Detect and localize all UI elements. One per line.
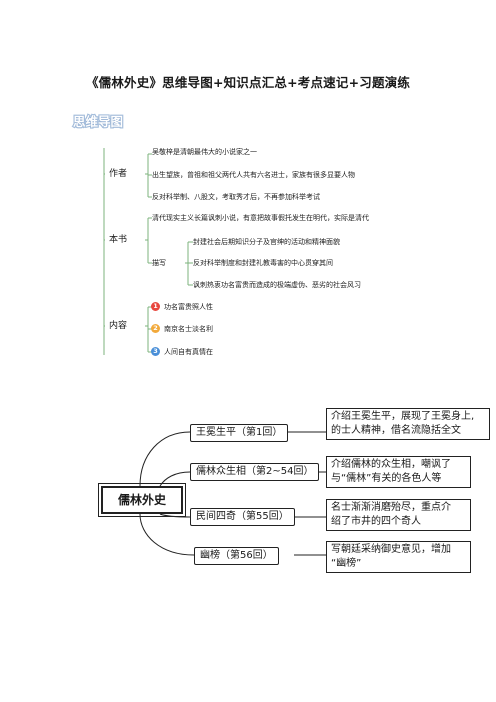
desc-3-line-1: 名士渐渐消磨殆尽，重点介 xyxy=(331,502,451,513)
document-title: 《儒林外史》思维导图+知识点汇总+考点速记+习题演练 xyxy=(85,75,411,90)
section-heading: 思维导图 xyxy=(72,113,124,130)
number-badge-1: 1 xyxy=(151,302,160,311)
mindmap2-desc-4: 写朝廷采纳御史意见，增加 “幽榜” xyxy=(326,541,471,573)
content-item-2: 南京名士淡名利 xyxy=(164,325,213,333)
number-badge-2: 2 xyxy=(151,324,160,333)
book-item-1: 清代现实主义长篇讽刺小说，有意把故事假托发生在明代，实际是清代 xyxy=(152,214,369,222)
mindmap2-desc-3: 名士渐渐消磨殆尽，重点介 绍了市井的四个奇人 xyxy=(326,499,471,531)
describe-item-3: 讽刺热衷功名富贵而造成的极端虚伪、恶劣的社会风习 xyxy=(193,281,361,289)
number-badge-3: 3 xyxy=(151,347,160,356)
mindmap2-branch-2: 儒林众生相（第2~54回） xyxy=(190,463,320,481)
desc-4-line-2: “幽榜” xyxy=(331,558,362,569)
book-sub-label: 描写 xyxy=(152,259,166,267)
author-item-3: 反对科举制、八股文，考取秀才后，不再参加科举考试 xyxy=(152,193,320,201)
mindmap2-desc-2: 介绍儒林的众生相，嘲讽了 与“儒林”有关的各色人等 xyxy=(326,456,471,488)
describe-item-2: 反对科举制度和封建礼教毒害的中心贯穿其间 xyxy=(193,259,333,267)
author-item-1: 吴敬梓是清朝最伟大的小说家之一 xyxy=(152,148,257,156)
branch-book: 本书 xyxy=(105,234,132,246)
branch-author: 作者 xyxy=(105,168,132,180)
desc-2-line-1: 介绍儒林的众生相，嘲讽了 xyxy=(331,459,451,470)
desc-4-line-1: 写朝廷采纳御史意见，增加 xyxy=(331,544,451,555)
desc-2-line-2: 与“儒林”有关的各色人等 xyxy=(331,473,442,484)
mindmap2-branch-3: 民间四奇（第55回） xyxy=(190,508,295,526)
mindmap2-branch-1: 王冕生平（第1回） xyxy=(190,424,289,442)
mindmap2-desc-1: 介绍王冕生平，展现了王冕身上, 的士人精神，借名流隐括全文 xyxy=(326,408,490,440)
content-item-3: 人间自有真情在 xyxy=(164,348,213,356)
desc-1-line-1: 介绍王冕生平，展现了王冕身上, xyxy=(331,411,475,422)
mindmap2-root: 儒林外史 xyxy=(98,483,186,517)
desc-1-line-2: 的士人精神，借名流隐括全文 xyxy=(331,425,461,436)
content-item-1: 功名富贵照人性 xyxy=(164,303,213,311)
desc-3-line-2: 绍了市井的四个奇人 xyxy=(331,516,421,527)
author-item-2: 出生望族，曾祖和祖父两代人共有六名进士，家族有很多显要人物 xyxy=(152,171,355,179)
mindmap2-branch-4: 幽榜（第56回） xyxy=(194,547,279,565)
branch-content: 内容 xyxy=(105,320,132,332)
describe-item-1: 封建社会后期知识分子及官绅的活动和精神面貌 xyxy=(193,238,340,246)
